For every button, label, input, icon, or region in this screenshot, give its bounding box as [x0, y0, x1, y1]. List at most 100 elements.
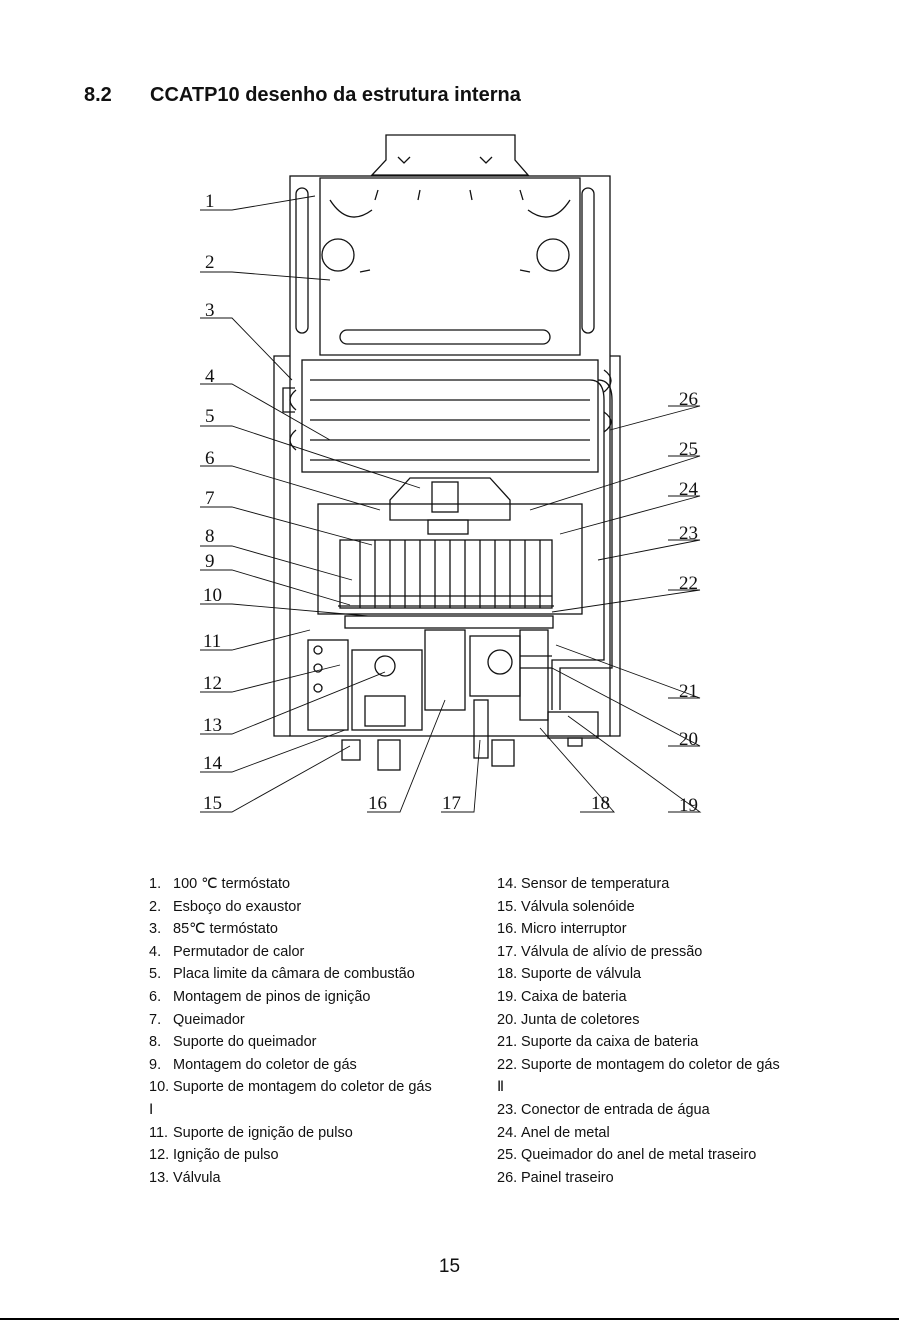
callout-8: 8 [205, 526, 215, 547]
legend-item-text: Válvula de alívio de pressão [521, 943, 703, 960]
legend-item: 18. Suporte de válvula [497, 963, 837, 986]
legend-item-text: Suporte da caixa de bateria [521, 1034, 699, 1051]
legend-item: 13. Válvula [149, 1167, 479, 1190]
callout-13: 13 [203, 715, 222, 736]
legend-item-number: 20. [497, 1011, 518, 1028]
callout-3: 3 [205, 300, 215, 321]
callout-4: 4 [205, 366, 215, 387]
callout-2: 2 [205, 252, 215, 273]
legend-right-column: 14. Sensor de temperatura 15. Válvula so… [497, 873, 837, 1189]
legend-item-continuation: Ⅱ [497, 1079, 505, 1096]
legend-item-text: Conector de entrada de água [521, 1101, 710, 1118]
legend-item-text: Micro interruptor [521, 921, 627, 938]
legend-item-text: 85℃ termóstato [173, 921, 278, 938]
legend-item-number: 11. [149, 1124, 169, 1141]
legend-item: 22. Suporte de montagem do coletor de gá… [497, 1054, 837, 1077]
legend-item-text: 100 ℃ termóstato [173, 876, 291, 892]
legend-item-number: 14. [497, 876, 518, 892]
legend-item-number: 4. [149, 943, 162, 960]
callout-20: 20 [679, 729, 698, 750]
callout-25: 25 [679, 439, 698, 460]
legend-item-number: 17. [497, 943, 518, 960]
legend-item: 3. 85℃ termóstato [149, 918, 479, 941]
callout-15: 15 [203, 793, 222, 814]
page-number: 15 [438, 1256, 461, 1277]
legend-item: 17. Válvula de alívio de pressão [497, 941, 837, 964]
legend-item-text: Suporte do queimador [173, 1034, 317, 1051]
callout-1: 1 [205, 191, 215, 212]
legend-item: 26.Painel traseiro [497, 1167, 837, 1190]
legend-item: 21. Suporte da caixa de bateria [497, 1031, 837, 1054]
legend-item-number: 19. [497, 988, 518, 1005]
legend-item-number: 23. [497, 1101, 518, 1118]
legend-item-number: 7. [149, 1011, 162, 1028]
legend-item: 8. Suporte do queimador [149, 1031, 479, 1054]
legend-item-number: 6. [149, 988, 162, 1005]
legend-item-text: Junta de coletores [521, 1011, 640, 1028]
legend-item-text: Ignição de pulso [173, 1147, 279, 1164]
legend-item-number: 16. [497, 921, 518, 938]
legend-item-text: Queimador do anel de metal traseiro [521, 1147, 757, 1164]
section-number: 8.2 [84, 84, 112, 106]
legend-item: 10.Suporte de montagem do coletor de gás [149, 1076, 479, 1099]
legend-item-text: Permutador de calor [173, 943, 305, 960]
callout-16: 16 [368, 793, 387, 814]
legend-item: 4. Permutador de calor [149, 941, 479, 964]
legend-item-text: Válvula solenóide [521, 898, 635, 915]
legend-item-number: 12. [149, 1147, 170, 1164]
legend-item-text: Anel de metal [521, 1124, 610, 1141]
legend-item-number: 2. [149, 898, 162, 915]
legend-item: 23. Conector de entrada de água [497, 1099, 837, 1122]
legend-item-text: Sensor de temperatura [521, 876, 670, 892]
legend-item: 25.Queimador do anel de metal traseiro [497, 1144, 837, 1167]
legend-item-number: 22. [497, 1056, 518, 1073]
section-title: CCATP10 desenho da estrutura interna [150, 84, 521, 106]
legend-item-text: Caixa de bateria [521, 988, 627, 1005]
legend-item-text: Queimador [173, 1011, 245, 1028]
legend-item-number: 15. [497, 898, 518, 915]
legend-item: 15. Válvula solenóide [497, 896, 837, 919]
bottom-rule [0, 1318, 899, 1320]
legend-item: 14. Sensor de temperatura [497, 873, 837, 896]
legend-item-number: 10. [149, 1079, 170, 1096]
callout-26: 26 [679, 389, 698, 410]
callout-7: 7 [205, 488, 215, 509]
legend-item-text: Válvula [173, 1169, 221, 1186]
legend-item-continuation: Ⅰ [149, 1101, 154, 1118]
legend-item: 5. Placa limite da câmara de combustão [149, 963, 479, 986]
legend-item-number: 3. [149, 921, 162, 938]
legend-item-text: Placa limite da câmara de combustão [173, 966, 415, 983]
legend-item: 2. Esboço do exaustor [149, 896, 479, 919]
legend-left-column: 1. 100 ℃ termóstato 2. Esboço do exausto… [149, 873, 479, 1189]
legend-item-text: Montagem do coletor de gás [173, 1056, 357, 1073]
callout-11: 11 [203, 631, 221, 652]
legend-item-text: Suporte de válvula [521, 966, 642, 983]
legend-item: 19. Caixa de bateria [497, 986, 837, 1009]
legend-item: 24.Anel de metal [497, 1122, 837, 1145]
callout-24: 24 [679, 479, 699, 500]
legend-item: 12.Ignição de pulso [149, 1144, 479, 1167]
legend-item-number: 9. [149, 1056, 162, 1073]
callout-18: 18 [591, 793, 610, 814]
callout-22: 22 [679, 573, 698, 594]
legend-item-number: 25. [497, 1147, 518, 1164]
legend-item: 7. Queimador [149, 1009, 479, 1032]
legend-item-number: 5. [149, 966, 162, 983]
callout-12: 12 [203, 673, 222, 694]
callout-10: 10 [203, 585, 222, 606]
callout-5: 5 [205, 406, 215, 427]
legend-item-text: Suporte de ignição de pulso [173, 1124, 353, 1141]
legend-item-text: Esboço do exaustor [173, 898, 302, 915]
callout-9: 9 [205, 551, 215, 572]
legend-item-text: Suporte de montagem do coletor de gás [173, 1079, 432, 1096]
callout-6: 6 [205, 448, 215, 469]
legend-item-number: 8. [149, 1034, 162, 1051]
legend-item: 16. Micro interruptor [497, 918, 837, 941]
legend-item-text: Suporte de montagem do coletor de gás [521, 1056, 780, 1073]
callout-17: 17 [442, 793, 461, 814]
legend-item-number: 13. [149, 1169, 170, 1186]
legend-item-number: 21. [497, 1034, 518, 1051]
legend-item: 6. Montagem de pinos de ignição [149, 986, 479, 1009]
legend-item: 1. 100 ℃ termóstato [149, 873, 479, 896]
callout-23: 23 [679, 523, 698, 544]
